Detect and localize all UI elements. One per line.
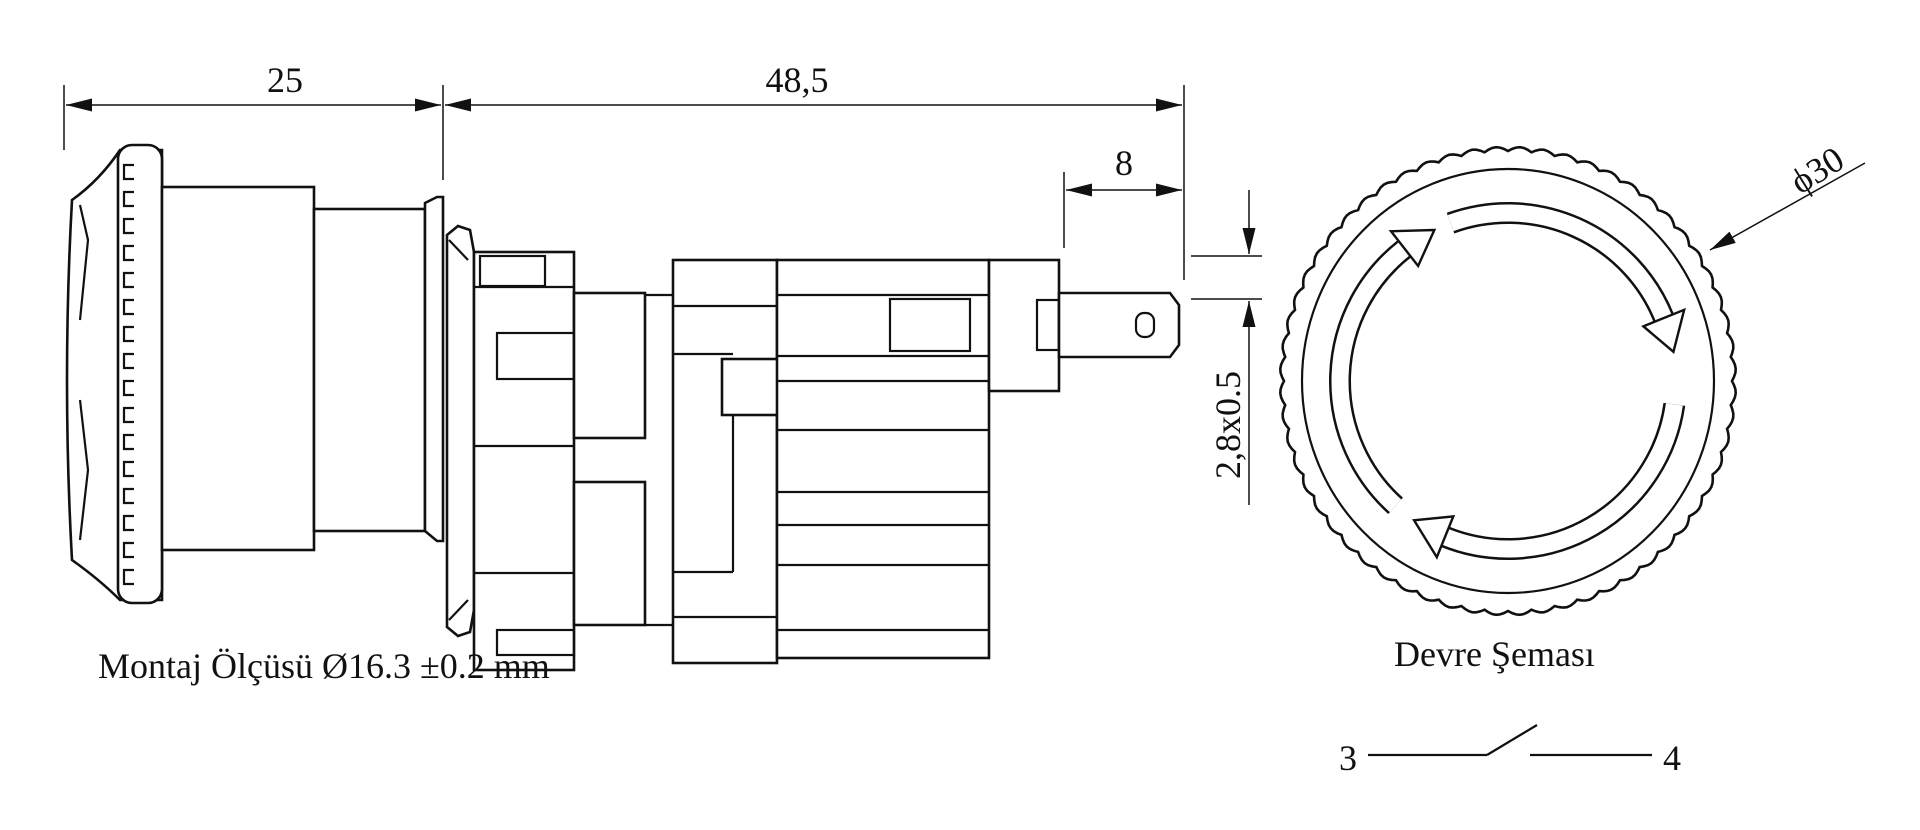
bezel-rib xyxy=(122,190,134,208)
bezel-rib xyxy=(122,514,134,532)
bezel-rib xyxy=(122,217,134,235)
rotation-arrows xyxy=(1329,202,1686,560)
bezel-rib xyxy=(122,379,134,397)
bezel-rib xyxy=(122,352,134,370)
dimension-terminal-size: 2,8x0.5 xyxy=(1191,190,1262,505)
arrow-shaft-fill xyxy=(1447,204,1672,322)
bezel-rib xyxy=(122,433,134,451)
dimension-48-5-label: 48,5 xyxy=(766,60,829,100)
terminal-4-label: 4 xyxy=(1663,738,1681,778)
arrow-shaft-fill xyxy=(1331,241,1410,513)
bezel-rib xyxy=(122,244,134,262)
dimension-25-label: 25 xyxy=(267,60,303,100)
diameter-leader xyxy=(1709,162,1866,251)
switch-contact xyxy=(1486,724,1538,756)
terminal-tab xyxy=(1057,291,1181,359)
bezel-rib xyxy=(122,541,134,559)
knurled-bezel xyxy=(116,143,164,605)
terminal-3-label: 3 xyxy=(1339,738,1357,778)
arrow-head-icon xyxy=(1412,514,1456,560)
head-contour xyxy=(78,204,90,541)
cylinder-body xyxy=(160,185,316,552)
button-side-view xyxy=(65,143,1181,672)
bezel-rib xyxy=(122,568,134,586)
bezel-rib xyxy=(122,406,134,424)
bezel-rib xyxy=(122,487,134,505)
arrow-shaft-fill xyxy=(1441,403,1683,558)
terminal-size-label: 2,8x0.5 xyxy=(1208,371,1248,479)
collar xyxy=(312,207,427,533)
button-front-view: ϕ30 xyxy=(1278,139,1866,617)
dimension-25: 25 xyxy=(63,60,444,180)
terminal-hole xyxy=(1134,311,1156,339)
inner-ring xyxy=(1300,167,1716,595)
mounting-caption: Montaj Ölçüsü Ø16.3 ±0.2 mm xyxy=(98,646,550,686)
arrow-head-icon xyxy=(1388,228,1437,269)
front-block xyxy=(472,250,576,672)
circuit-title: Devre Şeması xyxy=(1394,634,1595,674)
bezel-rib xyxy=(122,271,134,289)
bezel-rib xyxy=(122,325,134,343)
middle-housing xyxy=(671,258,779,665)
arrow-head-icon xyxy=(1641,307,1686,354)
bezel-rib xyxy=(122,163,134,181)
circuit-diagram: 3 4 xyxy=(1339,724,1681,778)
flange xyxy=(423,195,445,543)
bezel-ribs xyxy=(122,163,134,586)
bezel-rib xyxy=(122,298,134,316)
diameter-label: ϕ30 xyxy=(1783,139,1851,202)
dimension-8: 8 xyxy=(1063,143,1182,248)
rear-housing xyxy=(775,258,991,660)
mounting-nut xyxy=(445,224,476,638)
dimension-8-label: 8 xyxy=(1115,143,1133,183)
bezel-rib xyxy=(122,460,134,478)
dimension-48-5: 48,5 xyxy=(445,60,1185,280)
